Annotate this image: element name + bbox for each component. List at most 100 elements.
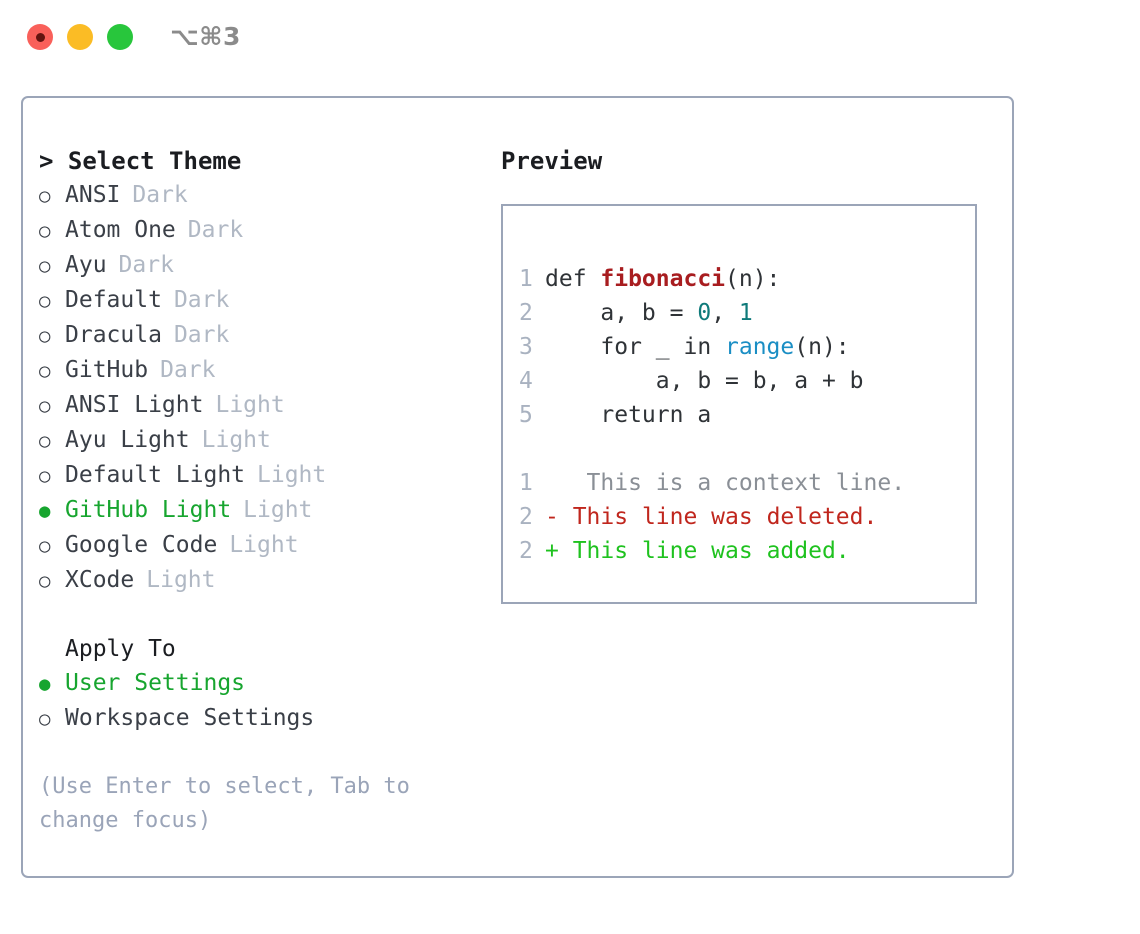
minimize-button-icon[interactable] — [67, 24, 93, 50]
theme-option-ayu[interactable]: ○ Ayu Dark — [39, 248, 489, 283]
theme-variant-badge: Dark — [118, 252, 174, 278]
radio-unselected-icon: ○ — [39, 185, 51, 207]
line-number: 1 — [519, 266, 533, 292]
line-number: 2 — [519, 538, 533, 564]
radio-unselected-icon: ○ — [39, 290, 51, 312]
diff-preview: 1 This is a context line.2- This line wa… — [503, 466, 975, 568]
apply-to-option-label: User Settings — [65, 670, 246, 696]
theme-option-ayu-light[interactable]: ○ Ayu Light Light — [39, 423, 489, 458]
select-theme-header: > Select Theme — [39, 147, 242, 175]
title-bar: ⌥⌘3 — [0, 0, 1140, 78]
diff-marker: + — [545, 538, 559, 564]
line-number: 2 — [519, 300, 533, 326]
theme-option-label: GitHub — [65, 357, 149, 383]
code-line: 3 for _ in range(n): — [503, 330, 975, 364]
radio-unselected-icon: ○ — [39, 570, 51, 592]
close-button-icon[interactable] — [27, 24, 53, 50]
code-token-plain: a, b = — [545, 300, 698, 326]
line-number: 2 — [519, 504, 533, 530]
radio-unselected-icon: ○ — [39, 220, 51, 242]
code-token-plain: for _ in — [545, 334, 726, 360]
window-controls — [27, 24, 133, 50]
list-spacer — [39, 598, 489, 632]
keyboard-hint-text: (Use Enter to select, Tab to change focu… — [39, 774, 410, 833]
line-number: 3 — [519, 334, 533, 360]
theme-variant-badge: Dark — [187, 217, 244, 243]
theme-variant-badge: Light — [201, 427, 271, 453]
code-token-plain: a, b = b, a + b — [545, 368, 864, 394]
radio-unselected-icon: ○ — [39, 535, 51, 557]
radio-unselected-icon: ○ — [39, 255, 51, 277]
diff-marker — [545, 466, 559, 500]
diff-line-text: This is a context line. — [558, 470, 906, 496]
theme-option-label: GitHub Light — [65, 497, 232, 523]
apply-to-list[interactable]: ● User Settings ○ Workspace Settings — [39, 666, 489, 736]
diff-line-text: This line was added. — [558, 538, 850, 564]
code-line-content: return a — [545, 398, 711, 432]
code-token-fn: fibonacci — [600, 266, 726, 292]
diff-line-add: 2 + This line was added. — [503, 534, 975, 568]
theme-variant-badge: Light — [229, 532, 299, 558]
code-line-content: a, b = 0, 1 — [545, 296, 753, 330]
theme-option-google-code[interactable]: ○ Google Code Light — [39, 528, 489, 563]
theme-variant-badge: Dark — [173, 287, 230, 313]
radio-unselected-icon: ○ — [39, 395, 51, 417]
theme-option-label: Ayu Light — [65, 427, 190, 453]
apply-to-header: Apply To — [65, 636, 176, 662]
theme-option-label: XCode — [65, 567, 135, 593]
code-line-content: a, b = b, a + b — [545, 364, 864, 398]
theme-variant-badge: Light — [215, 392, 285, 418]
code-token-num: 0 — [697, 300, 712, 326]
theme-option-label: ANSI Light — [65, 392, 204, 418]
theme-variant-badge: Light — [243, 497, 313, 523]
radio-unselected-icon: ○ — [39, 465, 51, 487]
code-line: 1 def fibonacci(n): — [503, 262, 975, 296]
apply-to-option-user-settings[interactable]: ● User Settings — [39, 666, 489, 701]
line-number: 5 — [519, 402, 533, 428]
code-line: 5 return a — [503, 398, 975, 432]
code-line-content: def fibonacci(n): — [545, 262, 780, 296]
theme-variant-badge: Light — [257, 462, 327, 488]
code-token-call: range — [725, 334, 795, 360]
diff-marker: - — [545, 504, 559, 530]
line-number: 4 — [519, 368, 533, 394]
code-token-plain: return a — [545, 402, 712, 428]
maximize-button-icon[interactable] — [107, 24, 133, 50]
radio-unselected-icon: ○ — [39, 430, 51, 452]
theme-option-label: Google Code — [65, 532, 218, 558]
diff-line-del: 2- This line was deleted. — [503, 500, 975, 534]
radio-unselected-icon: ○ — [39, 708, 51, 730]
code-token-plain: (n): — [794, 334, 850, 360]
theme-option-label: Ayu — [65, 252, 107, 278]
window-shortcut-label: ⌥⌘3 — [170, 22, 241, 51]
theme-option-ansi-light[interactable]: ○ ANSI Light Light — [39, 388, 489, 423]
code-diff-separator — [503, 432, 975, 466]
code-token-plain: (n): — [725, 266, 781, 292]
theme-variant-badge: Dark — [160, 357, 216, 383]
code-token-num: 1 — [738, 300, 753, 326]
theme-option-label: Dracula — [65, 322, 162, 348]
code-line-content: for _ in range(n): — [545, 330, 850, 364]
theme-variant-badge: Dark — [173, 322, 230, 348]
diff-line-text: This line was deleted. — [558, 504, 878, 530]
apply-to-option-workspace-settings[interactable]: ○ Workspace Settings — [39, 701, 489, 736]
code-line: 2 a, b = 0, 1 — [503, 296, 975, 330]
code-line: 4 a, b = b, a + b — [503, 364, 975, 398]
radio-selected-icon: ● — [39, 673, 51, 695]
code-token-plain: def — [545, 266, 601, 292]
apply-to-option-label: Workspace Settings — [65, 705, 315, 731]
